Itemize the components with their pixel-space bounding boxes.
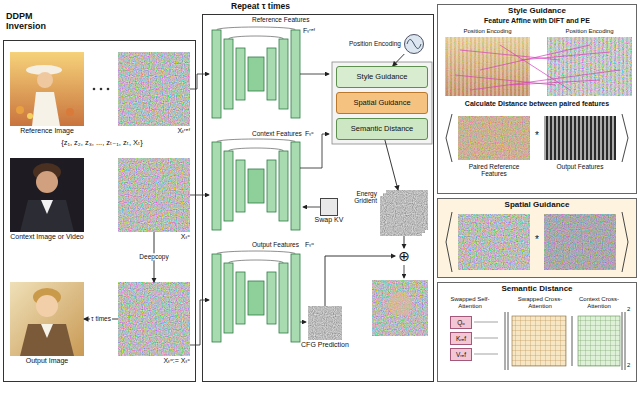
process-box: Semantic Distance [336,118,428,140]
operator-symbol: * [532,130,542,142]
gradient-stack: Energy Gridient [380,190,428,236]
operator-symbol: * [532,234,542,246]
attention-box: Vᵣₑf [450,348,472,361]
image-frame: Reference Image [10,52,84,126]
feature-symbol: Fₜᵒ [305,241,314,249]
image-tag: Position Encoding [445,28,530,35]
feature-label: Context Features [252,130,302,137]
connector-arrow [393,54,405,66]
node-heading: Context Image or Video [0,233,96,241]
norm-index: 2 [627,306,630,313]
image-frame: Context Image or Video [10,158,84,232]
node-heading: Swap KV [309,216,349,224]
image-frame: Output Image [10,282,84,356]
edge-label: Deepcopy [138,253,169,260]
attention-box: Kᵣₑf [450,332,472,345]
latent-sequence: {z₁, z₂, z₃, ..., zₜ₋₁, zₜ, Xₜ} [14,139,190,148]
box-text: ⊕ [398,249,410,263]
process-box: Spatial Guidance [336,92,428,114]
sum-symbol: ⊕ [395,248,413,264]
box-text: Semantic Distance [351,125,414,134]
noise-latent: Xₜᵒ:= Xₜᶜ [118,282,190,356]
swap-icon: Swap KV [320,198,338,216]
node-heading: Style Guidance [438,6,636,15]
section-label: Calculate Distance between paired featur… [437,100,637,108]
noise-latent: Xₜʳᵉᶠ [118,52,190,126]
inversion-panel: DDPM InversionReference ImageXₜʳᵉᶠContex… [3,40,196,382]
node-heading: Energy Gridient [341,190,377,205]
box-text: Qₒ [457,319,465,326]
edge-label: τ times [90,315,112,322]
feature-label: Output Features [252,241,299,248]
process-box: Style Guidance [336,66,428,88]
box-text: Vᵣₑf [456,351,466,358]
loop-panel: Repeat τ timesPosition EncodingStyle Gui… [202,14,434,382]
column-label: Swapped Self-Attention [440,296,500,310]
box-text: Kᵣₑf [456,335,466,342]
feature-symbol: Fₜᶜ [305,130,314,138]
connector-arrow [325,256,395,306]
node-heading: Output Image [0,357,96,365]
column-label: Swapped Cross-Attention [510,296,570,310]
connector-arrow [385,140,398,190]
feature-symbol: Fₜʳᵉᶠ [303,27,315,35]
noise-latent: Xₜᶜ [118,158,190,232]
box-text: Spatial Guidance [353,99,410,108]
node-heading: Xₜᵒ:= Xₜᶜ [163,357,190,365]
column-label: Context Cross-Attention [574,296,624,310]
node-heading: DDPM Inversion [6,11,64,32]
norm-index: 2 [627,362,630,369]
section-label: Feature Affine with DIFT and PE [437,17,637,25]
node-heading: Reference Image [0,127,96,135]
node-heading: CFG Prediction [296,341,354,349]
feature-label: Reference Features [252,16,309,23]
connector-arrow [404,236,405,248]
node-heading: Xₜᶜ [181,233,190,241]
prediction-image: CFG Prediction [308,306,342,340]
image-caption: Paired Reference Features [458,163,530,178]
node-heading: Position Encoding [349,40,401,47]
node-heading: Spatial Guidance [438,200,636,209]
image-tag: Position Encoding [547,28,632,35]
encoding-circle: Position Encoding [404,34,424,54]
image-caption: Output Features [544,163,616,170]
attention-box: Qₒ [450,316,472,329]
box-text: Style Guidance [357,73,408,82]
node-heading: Xₜʳᵉᶠ [177,127,190,135]
node-heading: Semantic Distance [438,284,636,293]
node-heading: Repeat τ times [231,2,290,12]
